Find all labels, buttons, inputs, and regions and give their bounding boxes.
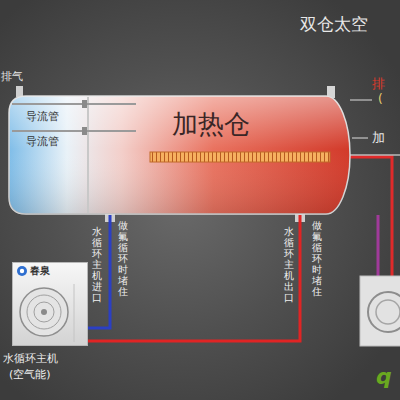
right-pipe-highlight	[345, 155, 400, 156]
right-unit	[360, 276, 400, 346]
part-label: 导流管	[26, 135, 59, 148]
leader-line	[350, 100, 372, 101]
right-hot-pipe	[345, 157, 392, 280]
water-pipe	[88, 215, 300, 341]
part-label: 导流管	[26, 110, 59, 123]
pipe-note: 水循环主机进口	[92, 226, 102, 303]
chamber-name: 加热仓	[172, 109, 250, 140]
heating-tank: 加热仓	[8, 95, 353, 215]
unit-label: 水循环主机	[3, 352, 58, 365]
part-label: (	[378, 92, 383, 106]
exhaust-stub	[16, 86, 23, 97]
diagram-title: 双仓太空	[300, 14, 368, 34]
right-unit-fan	[376, 300, 400, 324]
part-label: 排气	[1, 70, 23, 83]
right-return-pipe	[377, 215, 380, 280]
watermark: q	[376, 364, 392, 390]
part-label: 排	[372, 76, 385, 92]
right-unit-fan	[368, 292, 400, 332]
pipe-note: 做氟循环时堵住	[312, 220, 322, 297]
leader-line	[352, 138, 368, 139]
unit-body	[12, 262, 88, 346]
part-label: 加	[372, 130, 385, 146]
water-pipe	[88, 215, 110, 328]
air-source-unit: 春泉	[12, 262, 88, 346]
unit-label: (空气能)	[9, 368, 51, 381]
pipe-note: 做氟循环时堵住	[118, 220, 128, 297]
pipe-note: 水循环主机出口	[284, 226, 294, 303]
brand-logo: 春泉	[30, 265, 50, 277]
